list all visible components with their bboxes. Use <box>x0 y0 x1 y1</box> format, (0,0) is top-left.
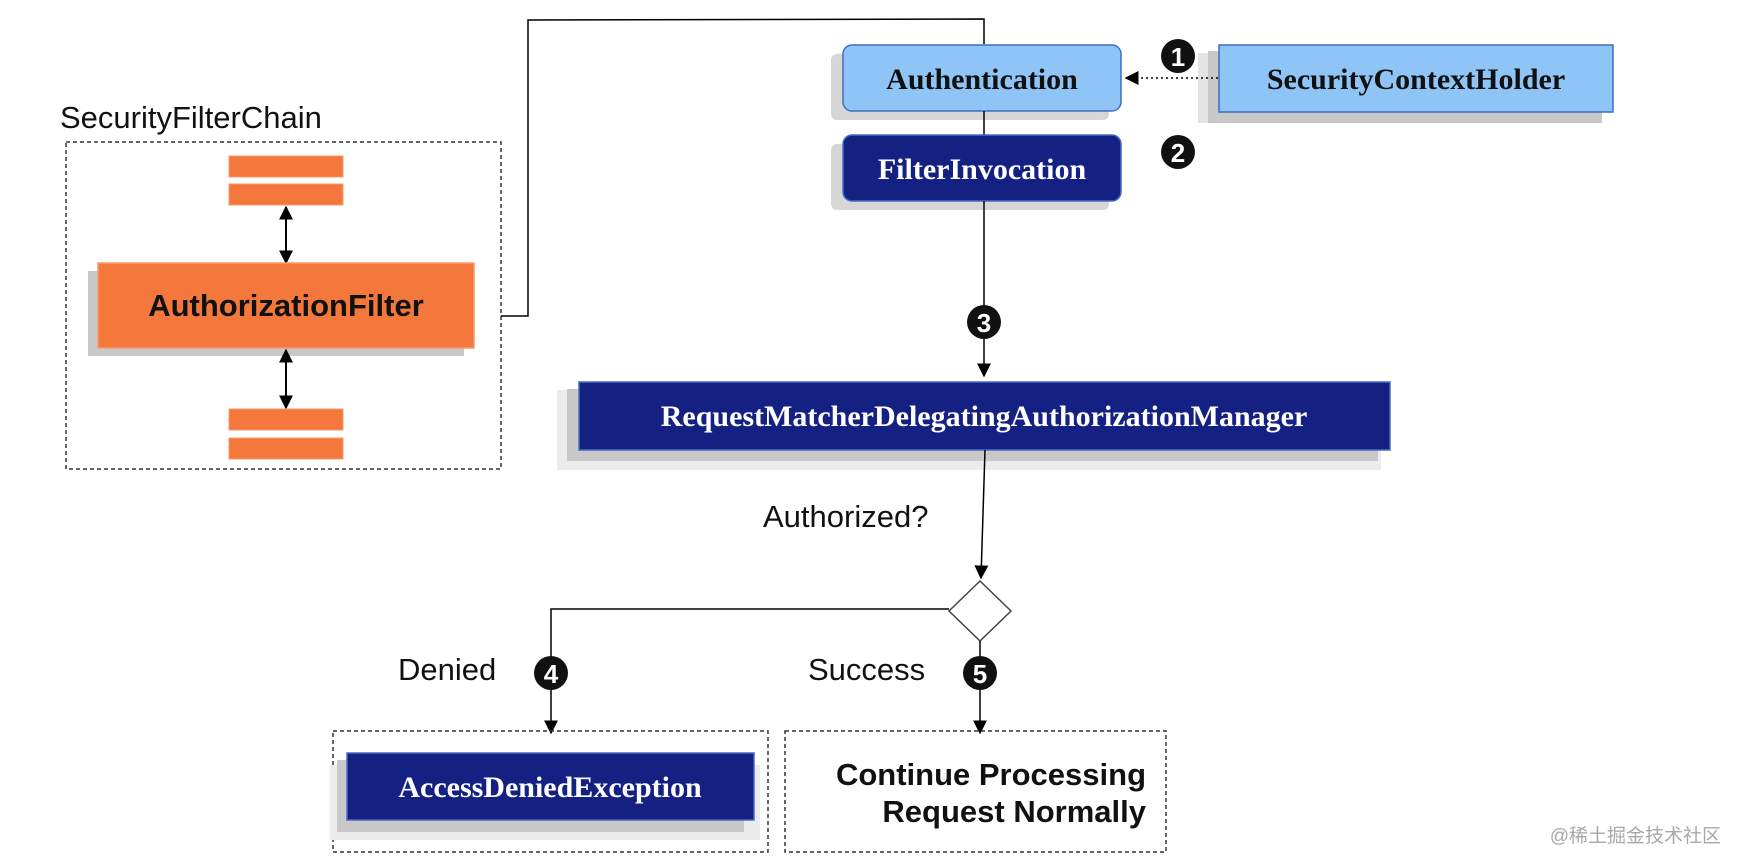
filter-to-authentication-connector <box>501 18 985 317</box>
filter-bar-lower-2 <box>228 437 344 460</box>
authentication-box <box>842 44 1122 112</box>
filter-bar-upper-1 <box>228 155 344 178</box>
access-denied-label: AccessDeniedException <box>398 771 702 804</box>
denied-label: Denied <box>398 652 496 687</box>
manager-label: RequestMatcherDelegatingAuthorizationMan… <box>661 400 1308 433</box>
continue-processing-label-line2: Request Normally <box>882 794 1146 829</box>
step-1-badge <box>1161 39 1195 73</box>
step-2-number: 2 <box>1171 138 1185 168</box>
denied-path-arrow <box>544 608 949 735</box>
step-5-number: 5 <box>973 659 987 689</box>
manager-to-decision-arrow <box>974 449 989 580</box>
step-5-badge <box>963 656 997 690</box>
authorization-filter-label: AuthorizationFilter <box>148 288 424 323</box>
step-3-badge <box>967 305 1001 339</box>
authorization-decision-diamond <box>947 579 1013 643</box>
security-filter-chain-box <box>65 141 502 470</box>
security-filter-chain-title: SecurityFilterChain <box>60 100 322 135</box>
authorized-question-label: Authorized? <box>763 499 928 534</box>
success-label: Success <box>808 652 925 687</box>
authentication-label: Authentication <box>886 63 1078 96</box>
step-4-badge <box>534 656 568 690</box>
continue-processing-container <box>784 730 1167 853</box>
security-context-holder-box <box>1218 44 1614 113</box>
access-denied-box <box>346 752 755 821</box>
step-1-number: 1 <box>1171 42 1185 72</box>
filter-invocation-label: FilterInvocation <box>878 153 1087 186</box>
security-context-holder-label: SecurityContextHolder <box>1267 63 1565 96</box>
filter-bar-upper-2 <box>228 183 344 206</box>
watermark: @稀土掘金技术社区 <box>1550 825 1721 847</box>
step-3-number: 3 <box>977 308 991 338</box>
authorization-filter-box <box>97 262 475 349</box>
continue-processing-label: Continue Processing <box>836 757 1146 792</box>
filter-bar-lower-1 <box>228 408 344 431</box>
step-2-badge <box>1161 135 1195 169</box>
step-4-number: 4 <box>544 659 559 689</box>
filter-invocation-box <box>842 134 1122 202</box>
manager-box <box>578 381 1391 451</box>
